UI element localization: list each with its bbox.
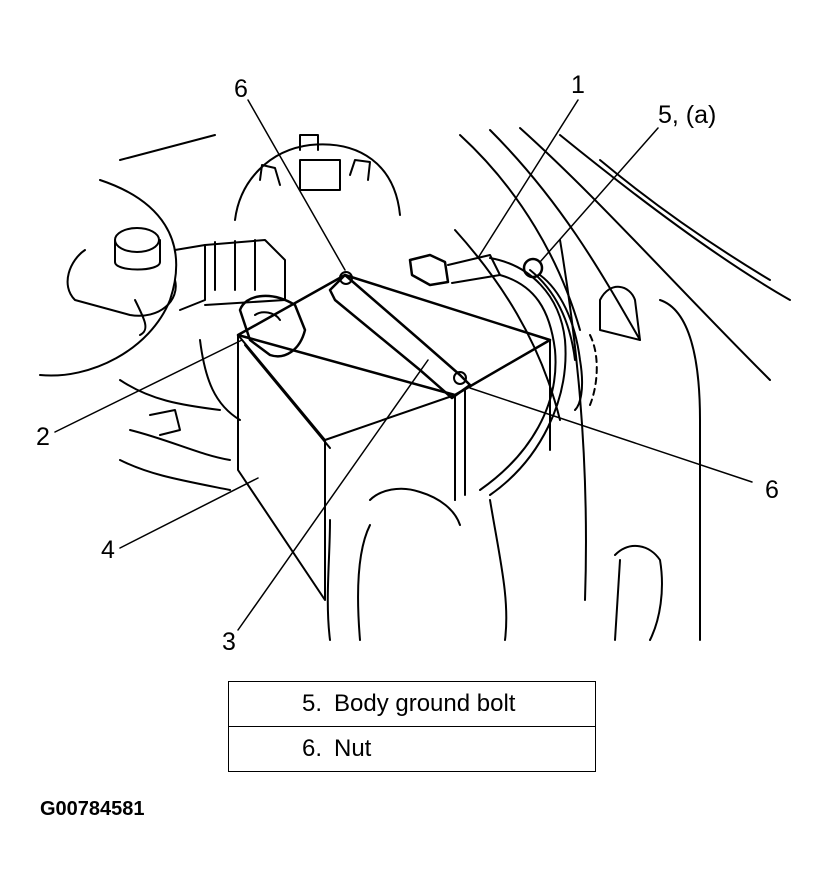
body-ground-bolt	[522, 257, 598, 411]
battery	[236, 273, 552, 601]
legend-table: 5. Body ground bolt 6. Nut	[228, 681, 596, 772]
callout-2-terminal-cover: 2	[36, 423, 50, 451]
callout-5a-ground-bolt: 5, (a)	[658, 101, 717, 129]
figure-code: G00784581	[40, 798, 145, 820]
legend-label: Body ground bolt	[334, 690, 516, 717]
brake-reservoir	[234, 134, 401, 221]
callout-1-negative-cable: 1	[571, 71, 585, 99]
legend-number: 6.	[301, 735, 322, 762]
legend-number: 5.	[301, 690, 322, 717]
engine-hoses	[119, 285, 701, 641]
callout-4-battery: 4	[101, 536, 115, 564]
hold-down-bracket	[328, 271, 472, 501]
callout-6-nut-right: 6	[765, 476, 779, 504]
battery-installation-illustration	[39, 99, 791, 641]
positive-terminal-cover	[238, 294, 307, 358]
engine-bay-background	[39, 127, 791, 601]
callout-3-bracket: 3	[222, 628, 236, 656]
legend-row: 6. Nut	[228, 726, 596, 772]
legend-row: 5. Body ground bolt	[228, 681, 596, 727]
callout-6-nut-top: 6	[234, 75, 248, 103]
leader-lines	[54, 99, 753, 631]
master-cylinder	[66, 227, 286, 336]
legend-label: Nut	[334, 735, 372, 762]
